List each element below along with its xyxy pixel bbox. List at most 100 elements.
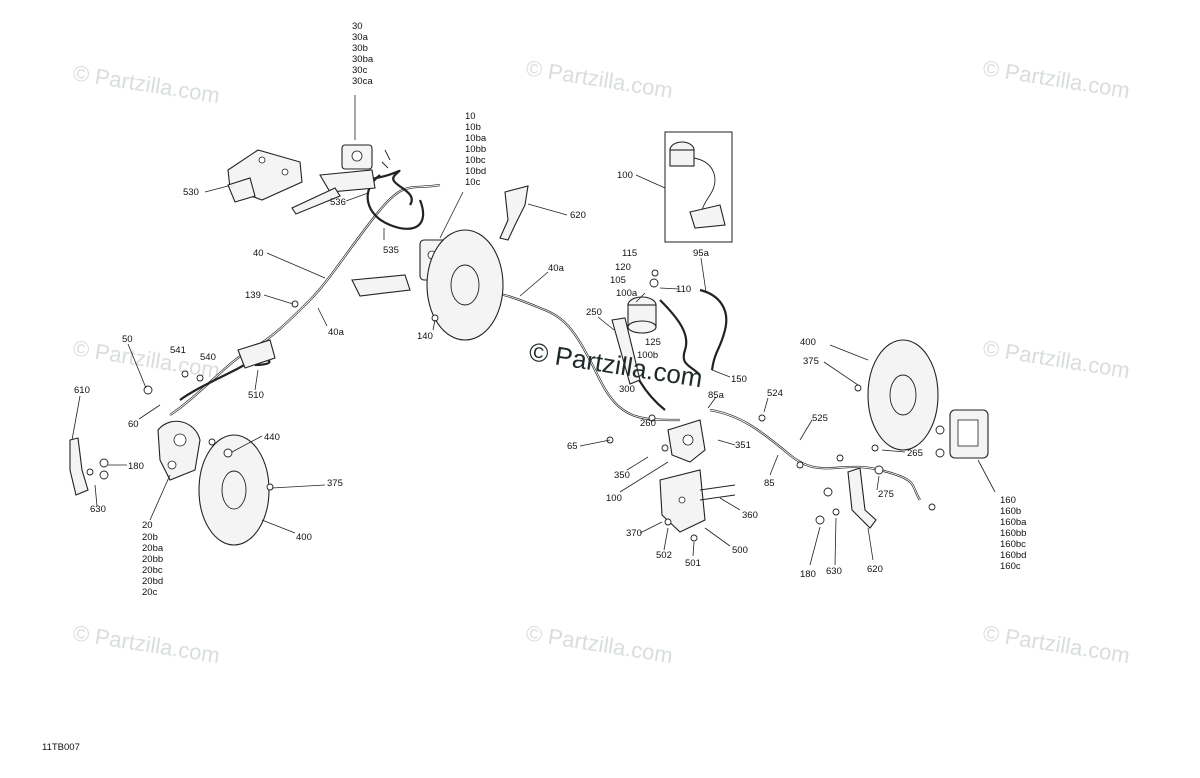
label-10bc: 10bc — [465, 155, 486, 166]
bracket-530 — [227, 149, 303, 203]
bracket-610 — [69, 437, 89, 496]
label-125: 125 — [645, 337, 661, 348]
label-30ca: 30ca — [352, 76, 373, 87]
label-536: 536 — [330, 197, 346, 208]
label-20c: 20c — [142, 587, 158, 598]
label-160bc: 160bc — [1000, 539, 1026, 550]
watermark-bottom-left: © Partzilla.com — [71, 620, 221, 668]
label-10bb: 10bb — [465, 144, 486, 155]
label-180-right: 180 — [800, 569, 816, 580]
label-100-box: 100 — [617, 170, 633, 181]
label-351: 351 — [735, 440, 751, 451]
rear-caliper-160 — [949, 409, 989, 459]
watermark-top-right: © Partzilla.com — [981, 55, 1131, 103]
label-375-right: 375 — [803, 356, 819, 367]
label-40: 40 — [253, 248, 264, 259]
label-540: 540 — [200, 352, 216, 363]
label-375-left: 375 — [327, 478, 343, 489]
label-160ba: 160ba — [1000, 517, 1027, 528]
label-541: 541 — [170, 345, 186, 356]
label-400-left: 400 — [296, 532, 312, 543]
label-440: 440 — [264, 432, 280, 443]
label-180-left: 180 — [128, 461, 144, 472]
label-630-right: 630 — [826, 566, 842, 577]
watermark-center: © Partzilla.com — [527, 336, 705, 393]
watermark-mid-right: © Partzilla.com — [981, 335, 1131, 383]
label-530: 530 — [183, 187, 199, 198]
label-502: 502 — [656, 550, 672, 561]
label-360: 360 — [742, 510, 758, 521]
label-20ba: 20ba — [142, 543, 164, 554]
label-30a: 30a — [352, 32, 369, 43]
label-524: 524 — [767, 388, 783, 399]
label-100: 100 — [606, 493, 622, 504]
label-160bb: 160bb — [1000, 528, 1026, 539]
label-110: 110 — [676, 284, 691, 295]
label-160b: 160b — [1000, 506, 1021, 517]
label-65: 65 — [567, 441, 578, 452]
callout-labels: 30 30a 30b 30ba 30c 30ca 10 10b 10ba 10b… — [74, 21, 1027, 598]
label-30c: 30c — [352, 65, 368, 76]
watermark-top-center: © Partzilla.com — [524, 55, 674, 103]
label-120: 120 — [615, 262, 631, 273]
label-30ba: 30ba — [352, 54, 374, 65]
label-350: 350 — [614, 470, 630, 481]
label-20bc: 20bc — [142, 565, 163, 576]
label-20bd: 20bd — [142, 576, 163, 587]
rear-disc-400 — [867, 339, 939, 451]
label-105: 105 — [610, 275, 626, 286]
watermark-bottom-center: © Partzilla.com — [524, 620, 674, 668]
label-115: 115 — [622, 248, 637, 259]
bracket-620-lower — [847, 467, 877, 529]
label-140: 140 — [417, 331, 433, 342]
label-510: 510 — [248, 390, 264, 401]
label-20b: 20b — [142, 532, 158, 543]
label-260: 260 — [640, 418, 656, 429]
label-630-left: 630 — [90, 504, 106, 515]
label-20: 20 — [142, 520, 153, 531]
label-30b: 30b — [352, 43, 368, 54]
label-139: 139 — [245, 290, 261, 301]
brake-pedal-assembly — [611, 317, 736, 533]
label-40a-right: 40a — [548, 263, 565, 274]
label-10: 10 — [465, 111, 476, 122]
label-30: 30 — [352, 21, 363, 32]
label-535: 535 — [383, 245, 399, 256]
label-100b: 100b — [637, 350, 658, 361]
front-left-disc — [426, 229, 504, 341]
part-620-upper — [499, 185, 529, 241]
label-610: 610 — [74, 385, 90, 396]
label-250: 250 — [586, 307, 602, 318]
label-160bd: 160bd — [1000, 550, 1026, 561]
label-400-right: 400 — [800, 337, 816, 348]
label-60: 60 — [128, 419, 139, 430]
master-cylinder-lever-assembly — [291, 144, 391, 215]
label-10b: 10b — [465, 122, 481, 133]
front-caliper-20 — [157, 420, 201, 481]
brake-lines — [169, 169, 921, 501]
label-160c: 160c — [1000, 561, 1021, 572]
reservoir-center — [627, 269, 659, 334]
label-10c: 10c — [465, 177, 481, 188]
label-265: 265 — [907, 448, 923, 459]
label-275: 275 — [878, 489, 894, 500]
label-40a-left: 40a — [328, 327, 345, 338]
label-620-upper: 620 — [570, 210, 586, 221]
label-150: 150 — [731, 374, 747, 385]
watermark-bottom-right: © Partzilla.com — [981, 620, 1131, 668]
reservoir-box — [664, 131, 733, 243]
label-100a: 100a — [616, 288, 638, 299]
front-right-disc — [198, 434, 270, 546]
diagram-code: 11TB007 — [42, 742, 80, 753]
label-160: 160 — [1000, 495, 1016, 506]
label-525: 525 — [812, 413, 828, 424]
clip-510 — [237, 339, 276, 369]
leader-lines — [71, 95, 996, 566]
label-50: 50 — [122, 334, 133, 345]
fasteners — [86, 300, 945, 542]
label-300: 300 — [619, 384, 635, 395]
label-95a: 95a — [693, 248, 710, 259]
label-620-lower: 620 — [867, 564, 883, 575]
label-20bb: 20bb — [142, 554, 163, 565]
